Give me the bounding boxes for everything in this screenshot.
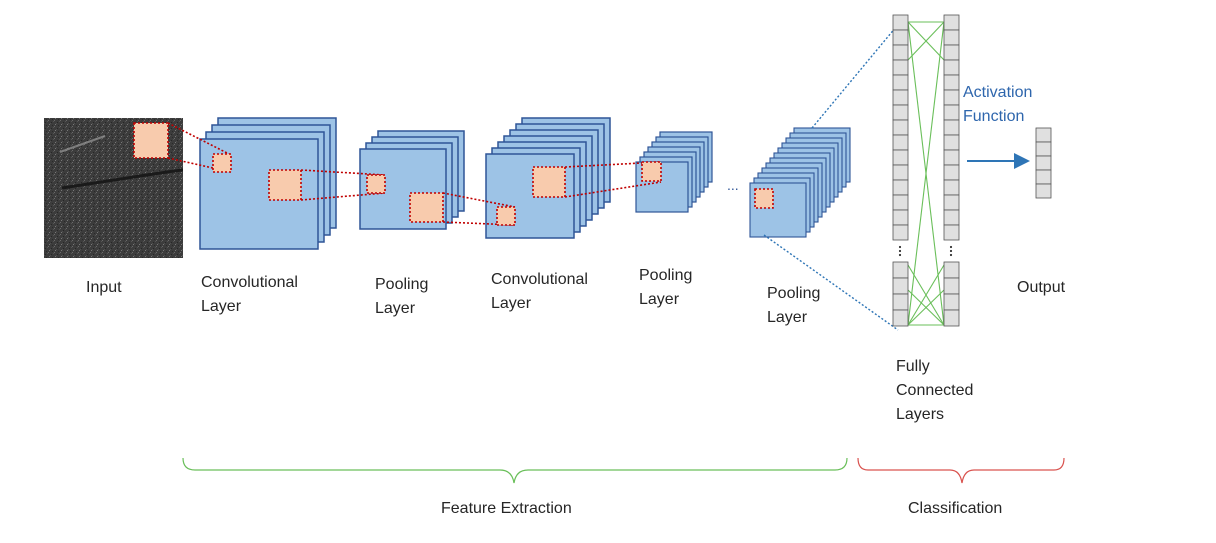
- filter-pool1-small: [366, 174, 386, 194]
- fc-vertical-ellipsis: [898, 245, 953, 257]
- pool-layer-1-label: Pooling Layer: [375, 273, 428, 321]
- output-neuron: [1035, 169, 1052, 185]
- fully-connected-label-line-2: Connected: [896, 382, 974, 399]
- pool-layer-2-label-line-1: Pooling: [639, 267, 693, 284]
- fc-neuron: [943, 29, 960, 46]
- conv-layer-1-label-line-2: Layer: [201, 298, 242, 315]
- feature-extraction-label: Feature Extraction: [441, 497, 572, 521]
- pool-layer-2-label-line-2: Layer: [639, 291, 680, 308]
- fully-connected-label: Fully Connected Layers: [896, 355, 973, 427]
- output-label-text: Output: [1017, 279, 1066, 296]
- fc-neuron: [943, 44, 960, 61]
- activation-function-label: Activation Function: [963, 81, 1032, 129]
- filter-conv1-small: [212, 153, 232, 173]
- filter-windows: [133, 122, 774, 226]
- feature-extraction-brace: [182, 457, 848, 484]
- fc-neuron: [943, 179, 960, 196]
- output-neuron: [1035, 183, 1052, 199]
- output-neuron: [1035, 155, 1052, 171]
- fc-neuron: [943, 89, 960, 106]
- output-neuron: [1035, 141, 1052, 157]
- fc-neuron: [943, 74, 960, 91]
- input-label-text: Input: [86, 279, 122, 296]
- classification-label: Classification: [908, 497, 1002, 521]
- fc-neuron: [943, 309, 960, 327]
- activation-function-label-line-1: Activation: [963, 84, 1033, 101]
- conv-layer-2-label-line-2: Layer: [491, 295, 532, 312]
- pool-layer-1-label-line-1: Pooling: [375, 276, 429, 293]
- pool-layer-3-stack: [749, 127, 851, 238]
- fc-neuron: [892, 209, 909, 226]
- fully-connected-label-line-1: Fully: [896, 358, 930, 375]
- activation-function-label-line-2: Function: [963, 108, 1025, 125]
- pool-layer-1-label-line-2: Layer: [375, 300, 416, 317]
- fc-neuron: [943, 59, 960, 76]
- layers-ellipsis: ...: [727, 177, 739, 193]
- fc-neuron: [892, 149, 909, 166]
- pool-layer-3-label-line-1: Pooling: [767, 285, 821, 302]
- conv-layer-1-stack: [199, 117, 337, 250]
- fc-neuron: [943, 194, 960, 211]
- fc-neuron: [943, 134, 960, 151]
- fc-neuron: [892, 309, 909, 327]
- fc-neuron: [892, 59, 909, 76]
- fc-neuron: [943, 209, 960, 226]
- fc-neuron: [943, 119, 960, 136]
- fc-neuron: [892, 261, 909, 279]
- classification-brace: [857, 457, 1065, 484]
- feature-extraction-label-text: Feature Extraction: [441, 500, 572, 517]
- fc-neuron: [892, 179, 909, 196]
- filter-input: [133, 122, 169, 159]
- fully-connected-label-line-3: Layers: [896, 406, 945, 423]
- fc-neuron: [943, 261, 960, 279]
- conv-layer-1-label-line-1: Convolutional: [201, 274, 298, 291]
- fc-neuron: [943, 293, 960, 311]
- conv-layer-1-label: Convolutional Layer: [201, 271, 298, 319]
- fc-neuron: [892, 119, 909, 136]
- fc-neuron: [892, 224, 909, 241]
- fc-neuron: [892, 104, 909, 121]
- fc-connections: [907, 21, 945, 326]
- fc-neuron: [892, 277, 909, 295]
- conv-layer-2-label: Convolutional Layer: [491, 268, 588, 316]
- fc-neuron: [892, 14, 909, 31]
- fc-neuron: [943, 149, 960, 166]
- conv-layer-2-label-line-1: Convolutional: [491, 271, 588, 288]
- input-label: Input: [86, 276, 122, 300]
- fc-neuron: [943, 224, 960, 241]
- pool-layer-2-label: Pooling Layer: [639, 264, 692, 312]
- filter-pool2: [641, 161, 662, 182]
- filter-conv1-large: [268, 169, 302, 201]
- fc-neuron: [892, 194, 909, 211]
- filter-conv2-large: [532, 166, 566, 198]
- fc-neuron: [892, 164, 909, 181]
- fc-neuron: [943, 14, 960, 31]
- pool-layer-1-stack: [359, 130, 465, 230]
- fc-neuron: [892, 29, 909, 46]
- fc-neuron: [892, 89, 909, 106]
- fc-neuron: [943, 104, 960, 121]
- pool-layer-3-label: Pooling Layer: [767, 282, 820, 330]
- fc-columns: [892, 14, 960, 327]
- output-vector: [1035, 127, 1052, 199]
- output-neuron: [1035, 127, 1052, 143]
- filter-pool3: [754, 188, 774, 209]
- projection-lines: [763, 14, 907, 331]
- fc-neuron: [943, 277, 960, 295]
- fc-neuron: [892, 74, 909, 91]
- pool-layer-3-label-line-2: Layer: [767, 309, 808, 326]
- fc-neuron: [892, 44, 909, 61]
- fc-neuron: [892, 293, 909, 311]
- filter-conv2-small: [496, 206, 516, 226]
- filter-pool1-large: [409, 192, 444, 223]
- fc-neuron: [943, 164, 960, 181]
- fc-neuron: [892, 134, 909, 151]
- output-label: Output: [1017, 276, 1065, 300]
- classification-label-text: Classification: [908, 500, 1003, 517]
